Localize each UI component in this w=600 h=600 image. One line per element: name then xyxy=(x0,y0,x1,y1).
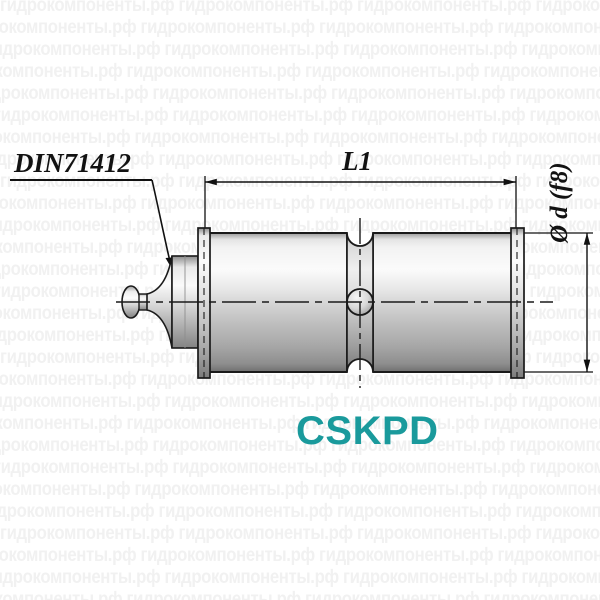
din-leader-group xyxy=(10,179,177,276)
diameter-dimension-group xyxy=(524,232,593,373)
groove-notch-top xyxy=(346,232,374,247)
diameter-dimension-label: Ø d (f8) xyxy=(546,162,573,243)
length-dimension-label: L1 xyxy=(342,146,372,176)
model-name-label: CSKPD xyxy=(296,409,439,453)
din-standard-label: DIN71412 xyxy=(14,148,132,178)
flange-left xyxy=(197,227,211,379)
flange-right xyxy=(510,227,525,379)
din-leader-line xyxy=(151,179,172,267)
